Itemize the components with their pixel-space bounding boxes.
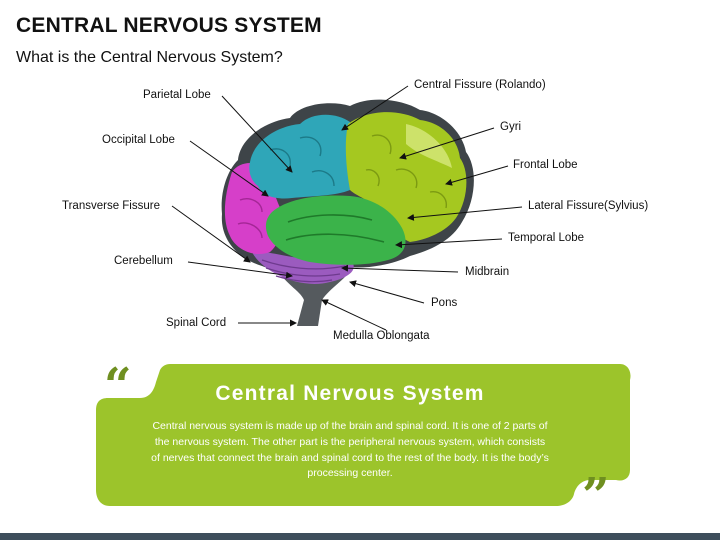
card-body: Central nervous system is made up of the… <box>151 420 549 480</box>
label-temporal-lobe: Temporal Lobe <box>508 232 585 244</box>
label-spinal-cord: Spinal Cord <box>166 317 227 329</box>
callout-lines <box>171 85 523 331</box>
parietal-lobe-shape <box>249 114 357 199</box>
frontal-lobe-shape <box>345 112 467 242</box>
label-pons: Pons <box>431 297 458 309</box>
label-occipital-lobe: Occipital Lobe <box>102 134 175 146</box>
slide-title: CENTRAL NERVOUS SYSTEM <box>16 14 322 37</box>
label-frontal-lobe: Frontal Lobe <box>513 159 578 171</box>
label-gyri: Gyri <box>500 121 522 133</box>
label-cerebellum: Cerebellum <box>114 255 173 267</box>
open-quote-icon: “ <box>104 358 132 414</box>
label-lateral-fissure: Lateral Fissure(Sylvius) <box>528 200 649 212</box>
cerebellum-shape <box>252 251 354 284</box>
close-quote-icon: ” <box>582 468 610 524</box>
label-parietal-lobe: Parietal Lobe <box>143 89 211 101</box>
label-central-fissure: Central Fissure (Rolando) <box>414 79 546 91</box>
temporal-lobe-shape <box>265 195 406 265</box>
footer-bar <box>0 533 720 540</box>
label-midbrain: Midbrain <box>465 266 510 278</box>
quote-card-shape <box>96 364 631 506</box>
label-medulla-oblongata: Medulla Oblongata <box>333 330 430 342</box>
slide-subtitle: What is the Central Nervous System? <box>16 49 283 66</box>
label-transverse-fissure: Transverse Fissure <box>62 200 160 212</box>
card-heading: Central Nervous System <box>215 382 485 405</box>
